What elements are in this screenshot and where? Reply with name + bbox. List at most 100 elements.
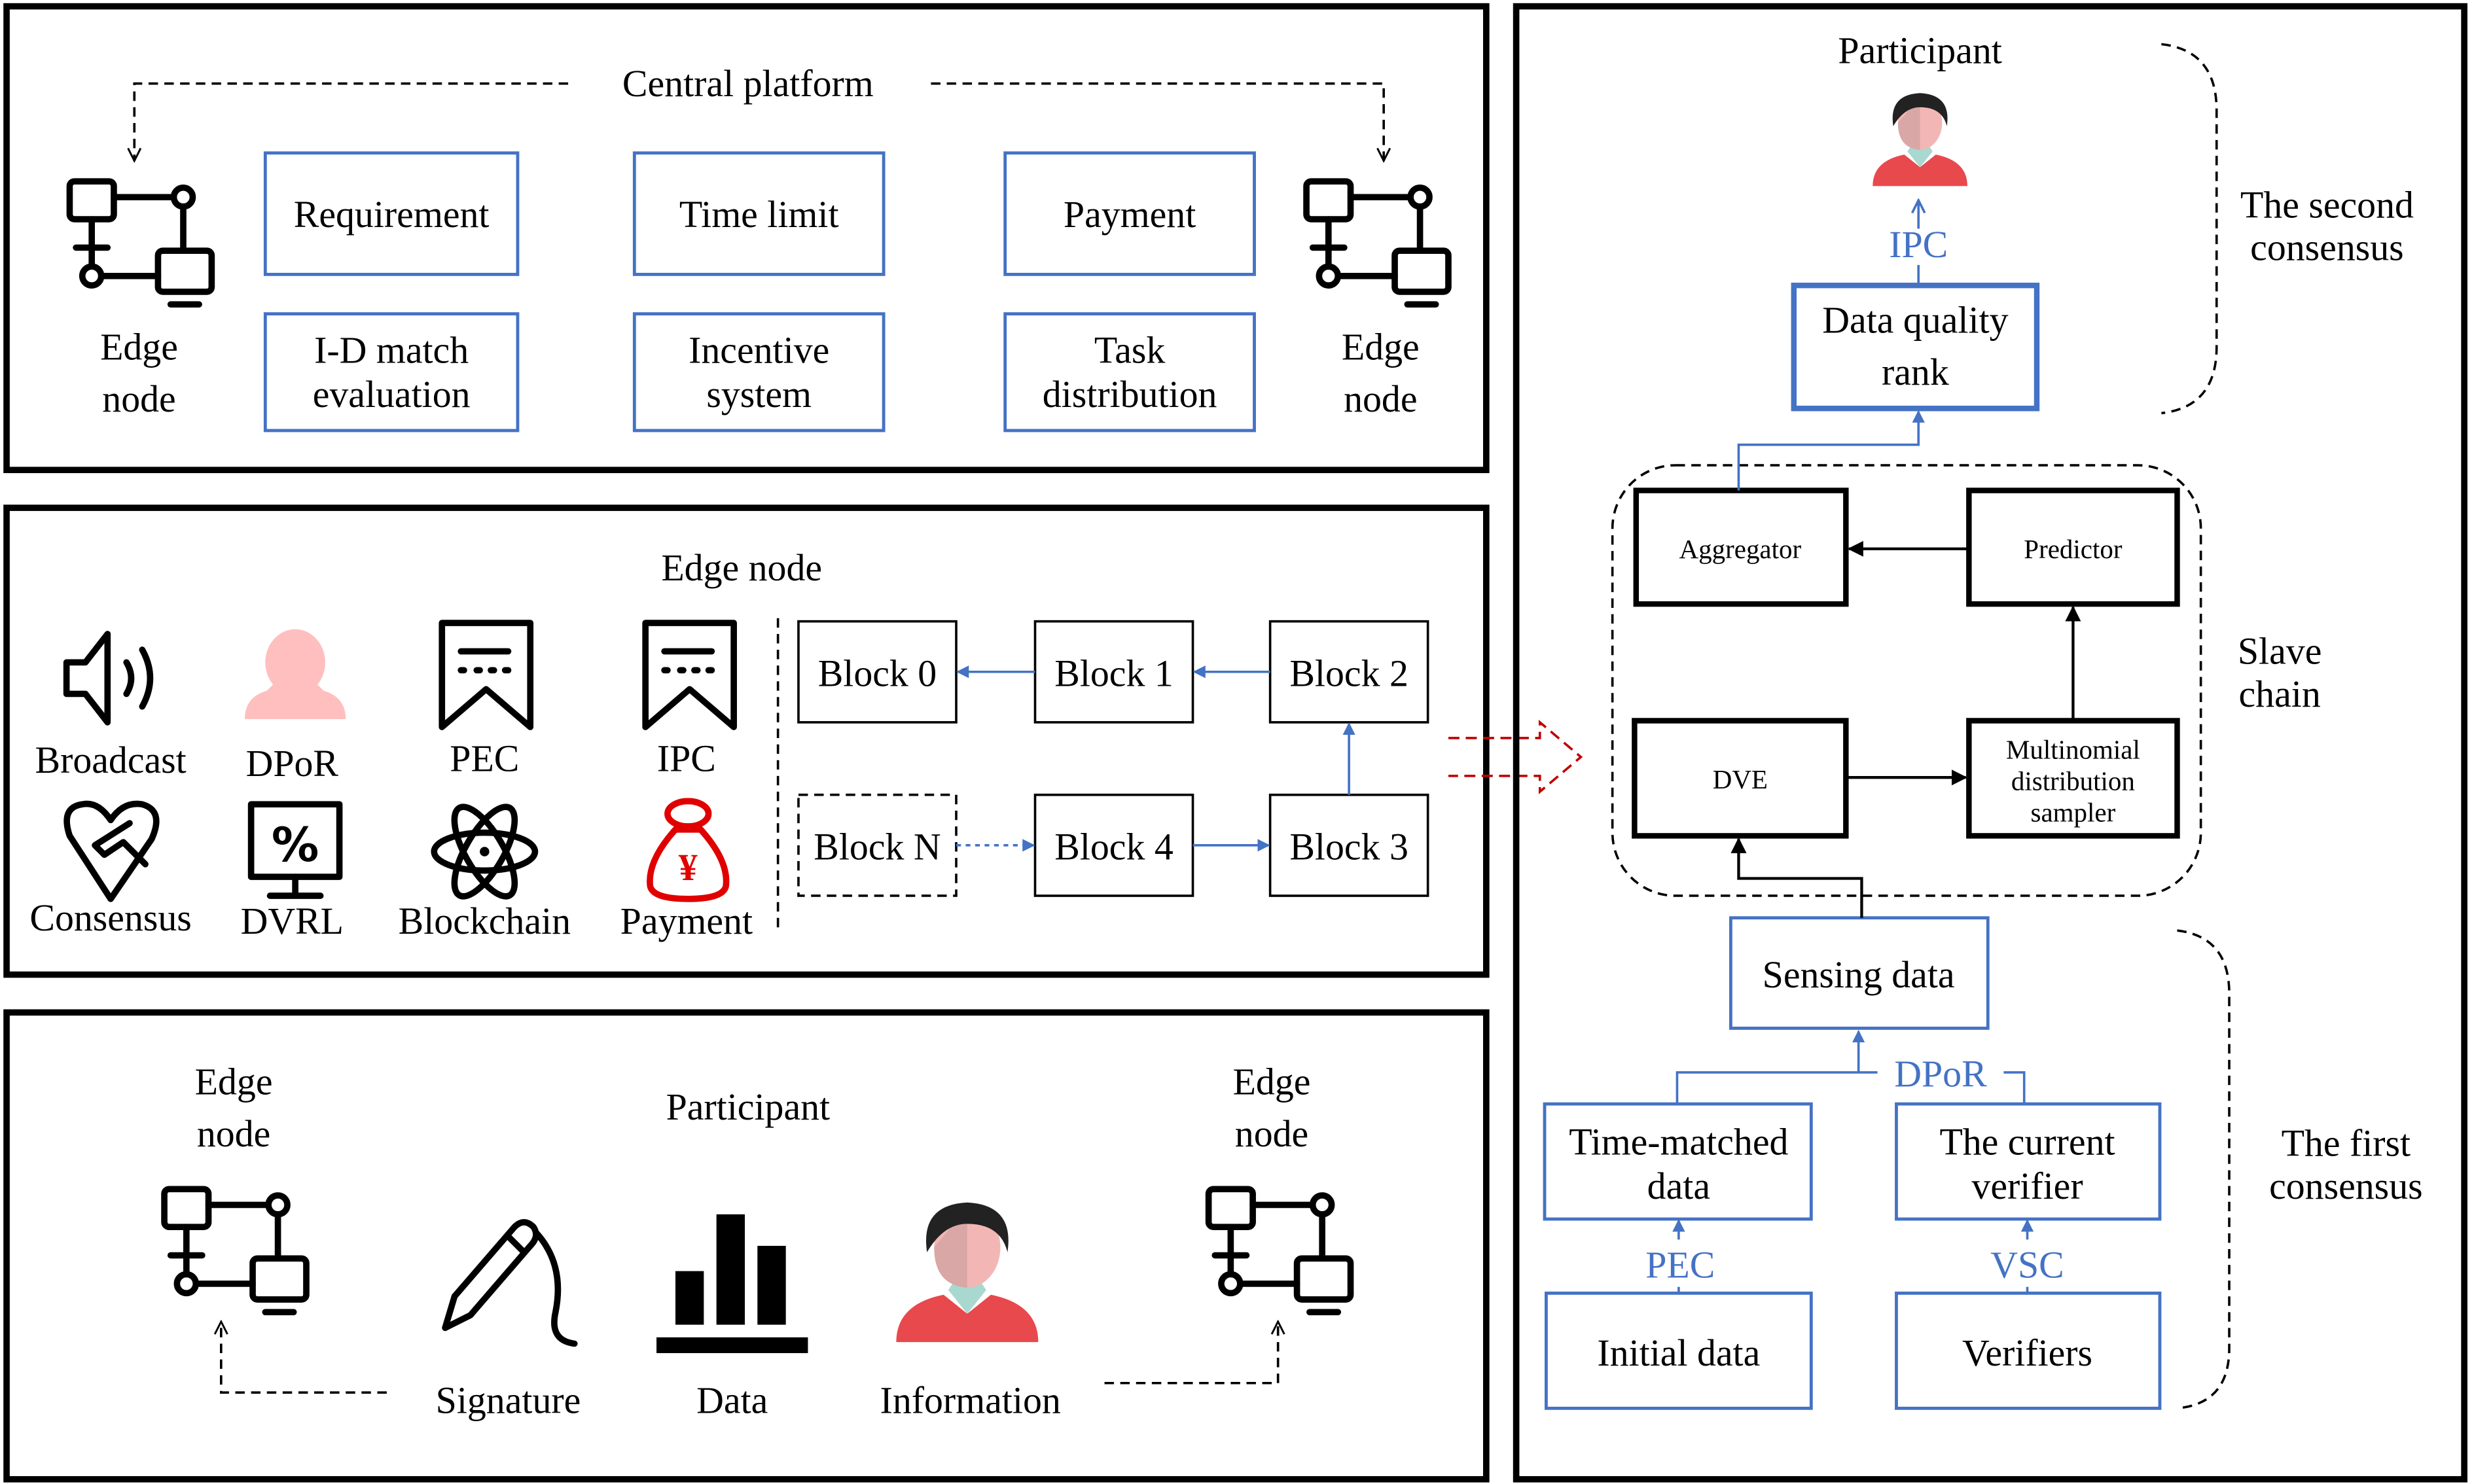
dvrl-label: DVRL bbox=[241, 900, 344, 942]
svg-text:Initial data: Initial data bbox=[1597, 1332, 1760, 1374]
ipc-label: IPC bbox=[1889, 223, 1948, 266]
block-2: Block 2 bbox=[1268, 620, 1429, 724]
pec-label: PEC bbox=[1645, 1243, 1715, 1286]
svg-text:Aggregator: Aggregator bbox=[1679, 534, 1802, 564]
svg-text:Block 3: Block 3 bbox=[1289, 826, 1408, 868]
speaker-icon bbox=[63, 631, 154, 726]
aggregator-box: Aggregator bbox=[1633, 487, 1849, 607]
svg-text:Block N: Block N bbox=[814, 826, 941, 868]
block-3: Block 3 bbox=[1268, 793, 1429, 897]
svg-text:Block 4: Block 4 bbox=[1054, 826, 1174, 868]
svg-text:Block 1: Block 1 bbox=[1054, 652, 1174, 694]
slave-chain-container bbox=[1611, 464, 2202, 897]
data-label: Data bbox=[696, 1379, 768, 1422]
person-silhouette-icon bbox=[244, 629, 346, 720]
second-consensus-bracket bbox=[2161, 43, 2218, 415]
person-avatar-icon bbox=[896, 1202, 1039, 1343]
central-platform-panel bbox=[3, 3, 1490, 474]
broadcast-label: Broadcast bbox=[35, 739, 186, 781]
blockchain-label: Blockchain bbox=[399, 900, 571, 942]
block-4: Block 4 bbox=[1033, 793, 1194, 897]
consensus-label: Consensus bbox=[29, 896, 191, 939]
svg-text:Sensing data: Sensing data bbox=[1763, 953, 1955, 996]
handshake-heart-icon bbox=[63, 800, 160, 902]
payment-label: Payment bbox=[620, 900, 753, 942]
block-1: Block 1 bbox=[1033, 620, 1194, 724]
edge-node-icon bbox=[164, 1189, 306, 1312]
svg-text:Predictor: Predictor bbox=[2024, 534, 2123, 564]
consensus-flow-panel bbox=[1513, 3, 2467, 1483]
pec-label: PEC bbox=[450, 737, 519, 780]
svg-text:Requirement: Requirement bbox=[294, 193, 490, 236]
svg-text:Verifiers: Verifiers bbox=[1962, 1332, 2092, 1374]
ribbon-tag-icon bbox=[645, 623, 734, 727]
dashed-arrow-left bbox=[134, 82, 569, 161]
dashed-arrow-right bbox=[1104, 1322, 1278, 1385]
requirement-box: Requirement bbox=[263, 151, 520, 276]
participant-panel-title: Participant bbox=[666, 1086, 831, 1128]
connector-line bbox=[2003, 1071, 2026, 1104]
edge-node-panel-title: Edge node bbox=[661, 546, 822, 589]
svg-text:Block 0: Block 0 bbox=[818, 652, 937, 694]
information-label: Information bbox=[880, 1379, 1061, 1422]
svg-text:Block 2: Block 2 bbox=[1289, 652, 1408, 694]
sensing-data-box: Sensing data bbox=[1729, 916, 1990, 1030]
dve-box: DVE bbox=[1632, 718, 1849, 839]
payment-box: Payment bbox=[1003, 151, 1256, 276]
predictor-box: Predictor bbox=[1966, 487, 2180, 607]
svg-text:Payment: Payment bbox=[1064, 193, 1196, 236]
time-limit-box: Time limit bbox=[632, 151, 886, 276]
transfer-arrow-icon bbox=[1448, 719, 1583, 794]
block-n: Block N bbox=[797, 793, 958, 897]
pen-signature-icon bbox=[442, 1219, 578, 1347]
signature-label: Signature bbox=[436, 1379, 581, 1422]
dpor-label: DPoR bbox=[246, 742, 339, 785]
edge-node-icon bbox=[69, 181, 211, 304]
edge-node-icon bbox=[1306, 181, 1448, 304]
money-bag-yen-icon: ¥ bbox=[647, 798, 730, 902]
vsc-label: VSC bbox=[1990, 1243, 2064, 1286]
block-0: Block 0 bbox=[797, 620, 958, 724]
edge-node-panel bbox=[3, 504, 1490, 978]
central-platform-title: Central platform bbox=[622, 62, 874, 105]
dpor-label: DPoR bbox=[1894, 1053, 1987, 1095]
atom-icon bbox=[431, 804, 539, 900]
bar-chart-icon bbox=[656, 1214, 808, 1353]
dashed-arrow-left bbox=[221, 1322, 387, 1394]
svg-text:Time limit: Time limit bbox=[679, 193, 839, 236]
participant-panel bbox=[3, 1009, 1490, 1483]
verifiers-box: Verifiers bbox=[1895, 1291, 2162, 1410]
first-consensus-bracket bbox=[2177, 929, 2231, 1410]
svg-text:DVE: DVE bbox=[1713, 764, 1768, 794]
participant-title: Participant bbox=[1838, 29, 2002, 71]
connector-line bbox=[1676, 1071, 1878, 1104]
svg-text:%: % bbox=[272, 818, 319, 873]
person-avatar-icon bbox=[1873, 93, 1967, 186]
ipc-label: IPC bbox=[657, 737, 716, 780]
dashed-arrow-right bbox=[931, 82, 1384, 161]
monitor-percent-icon: % bbox=[247, 801, 343, 899]
ribbon-tag-icon bbox=[442, 623, 530, 727]
